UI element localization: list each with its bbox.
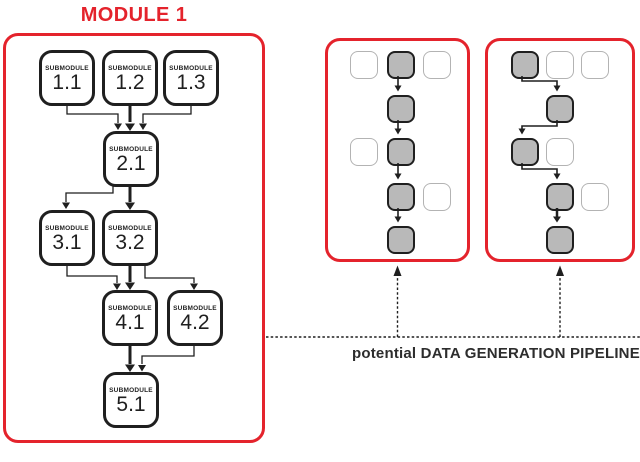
submodule-number: 1.1 xyxy=(52,70,82,94)
submodule-label: SUBMODULE xyxy=(109,145,153,153)
pipeline-step-active xyxy=(387,51,415,79)
pipeline-step-active xyxy=(546,183,574,211)
submodule-label: SUBMODULE xyxy=(108,224,152,232)
arrowhead xyxy=(556,265,564,276)
submodule-label: SUBMODULE xyxy=(45,224,89,232)
module1-frame xyxy=(3,33,265,443)
pipeline-step-inactive xyxy=(581,183,609,211)
pipeline-step-inactive xyxy=(546,51,574,79)
arrowhead xyxy=(393,265,402,276)
submodule-node-3-2: SUBMODULE 3.2 xyxy=(102,210,158,266)
submodule-number: 1.2 xyxy=(115,70,145,94)
pipeline-step-inactive xyxy=(350,138,378,166)
pipeline-step-active xyxy=(511,138,539,166)
submodule-node-3-1: SUBMODULE 3.1 xyxy=(39,210,95,266)
submodule-label: SUBMODULE xyxy=(109,386,153,394)
submodule-node-4-2: SUBMODULE 4.2 xyxy=(167,290,223,346)
submodule-number: 3.2 xyxy=(115,230,145,254)
submodule-node-1-2: SUBMODULE 1.2 xyxy=(102,50,158,106)
submodule-label: SUBMODULE xyxy=(45,64,89,72)
submodule-label: SUBMODULE xyxy=(108,304,152,312)
pipeline-panel-2 xyxy=(485,38,635,262)
pipeline-panel-1 xyxy=(325,38,470,262)
pipeline-step-active xyxy=(387,183,415,211)
pipeline-step-active xyxy=(546,95,574,123)
submodule-node-4-1: SUBMODULE 4.1 xyxy=(102,290,158,346)
pipeline-step-inactive xyxy=(423,183,451,211)
submodule-node-5-1: SUBMODULE 5.1 xyxy=(103,372,159,428)
module1-title: MODULE 1 xyxy=(80,4,188,26)
pipeline-step-active xyxy=(546,226,574,254)
submodule-number: 1.3 xyxy=(176,70,206,94)
submodule-node-2-1: SUBMODULE 2.1 xyxy=(103,131,159,187)
submodule-label: SUBMODULE xyxy=(169,64,213,72)
pipeline-step-active xyxy=(387,95,415,123)
pipeline-step-inactive xyxy=(423,51,451,79)
submodule-label: SUBMODULE xyxy=(108,64,152,72)
submodule-label: SUBMODULE xyxy=(173,304,217,312)
submodule-node-1-3: SUBMODULE 1.3 xyxy=(163,50,219,106)
submodule-number: 4.1 xyxy=(115,310,145,334)
pipeline-step-inactive xyxy=(350,51,378,79)
submodule-number: 2.1 xyxy=(116,151,146,175)
pipeline-step-inactive xyxy=(581,51,609,79)
submodule-number: 5.1 xyxy=(116,392,146,416)
pipeline-step-active xyxy=(387,226,415,254)
pipeline-step-active xyxy=(387,138,415,166)
pipeline-step-inactive xyxy=(546,138,574,166)
pipeline-caption: potential DATA GENERATION PIPELINE xyxy=(352,345,640,362)
submodule-number: 3.1 xyxy=(52,230,82,254)
submodule-node-1-1: SUBMODULE 1.1 xyxy=(39,50,95,106)
pipeline-step-active xyxy=(511,51,539,79)
submodule-number: 4.2 xyxy=(180,310,210,334)
